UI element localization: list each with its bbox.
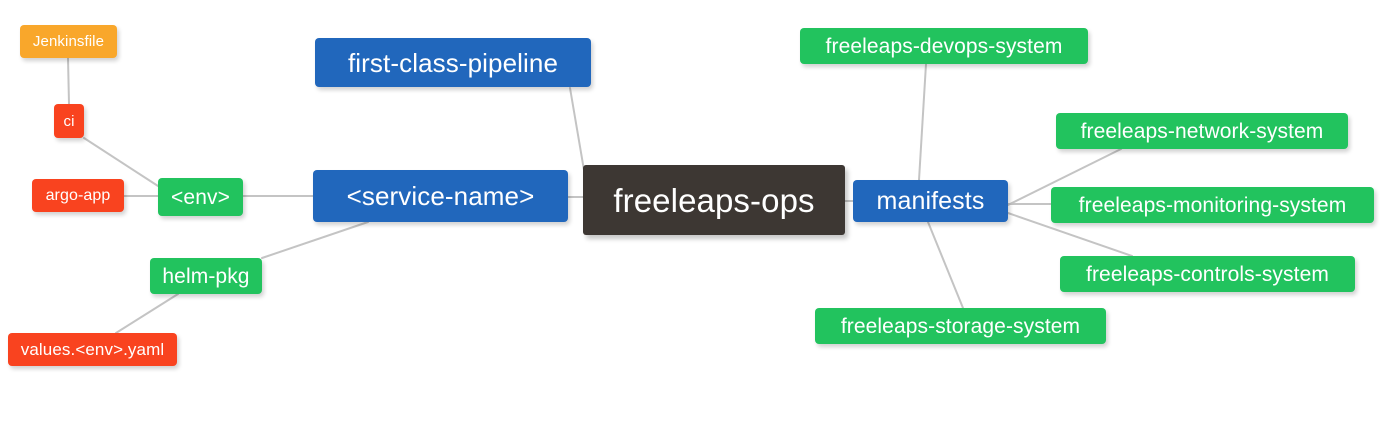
- edge-ci-to-jenkinsfile: [67, 57, 70, 105]
- node-label-service-name: <service-name>: [346, 181, 535, 211]
- node-manifests[interactable]: manifests: [853, 180, 1008, 222]
- node-label-values-yaml: values.<env>.yaml: [20, 340, 165, 359]
- node-values-yaml[interactable]: values.<env>.yaml: [8, 333, 177, 366]
- node-first-class-pipeline[interactable]: first-class-pipeline: [315, 38, 591, 87]
- node-label-env: <env>: [171, 185, 230, 209]
- node-freeleaps-network-system[interactable]: freeleaps-network-system: [1056, 113, 1348, 149]
- node-label-freeleaps-monitoring-system: freeleaps-monitoring-system: [1078, 193, 1347, 217]
- node-label-jenkinsfile: Jenkinsfile: [32, 33, 105, 50]
- node-env[interactable]: <env>: [158, 178, 243, 216]
- node-label-freeleaps-ops: freeleaps-ops: [613, 181, 815, 219]
- edge-manifests-to-freeleaps-storage-system: [927, 221, 964, 309]
- node-freeleaps-devops-system[interactable]: freeleaps-devops-system: [800, 28, 1088, 64]
- node-argo-app[interactable]: argo-app: [32, 179, 124, 212]
- node-label-ci: ci: [63, 112, 75, 130]
- node-freeleaps-ops[interactable]: freeleaps-ops: [583, 165, 845, 235]
- edge-service-name-to-helm-pkg: [261, 221, 369, 259]
- node-label-freeleaps-devops-system: freeleaps-devops-system: [825, 34, 1063, 58]
- node-label-freeleaps-controls-system: freeleaps-controls-system: [1086, 262, 1329, 286]
- edge-helm-pkg-to-values-yaml: [115, 293, 179, 334]
- node-service-name[interactable]: <service-name>: [313, 170, 568, 222]
- node-label-freeleaps-network-system: freeleaps-network-system: [1080, 119, 1324, 143]
- node-label-freeleaps-storage-system: freeleaps-storage-system: [840, 314, 1081, 338]
- node-label-helm-pkg: helm-pkg: [162, 264, 250, 288]
- node-label-manifests: manifests: [876, 186, 985, 215]
- node-jenkinsfile[interactable]: Jenkinsfile: [20, 25, 117, 58]
- node-label-argo-app: argo-app: [45, 186, 111, 204]
- edge-freeleaps-ops-to-first-class-pipeline: [569, 87, 586, 177]
- node-freeleaps-controls-system[interactable]: freeleaps-controls-system: [1060, 256, 1355, 292]
- node-label-first-class-pipeline: first-class-pipeline: [347, 47, 559, 78]
- node-freeleaps-storage-system[interactable]: freeleaps-storage-system: [815, 308, 1106, 344]
- node-helm-pkg[interactable]: helm-pkg: [150, 258, 262, 294]
- node-ci[interactable]: ci: [54, 104, 84, 138]
- node-freeleaps-monitoring-system[interactable]: freeleaps-monitoring-system: [1051, 187, 1374, 223]
- edge-manifests-to-freeleaps-devops-system: [918, 63, 927, 181]
